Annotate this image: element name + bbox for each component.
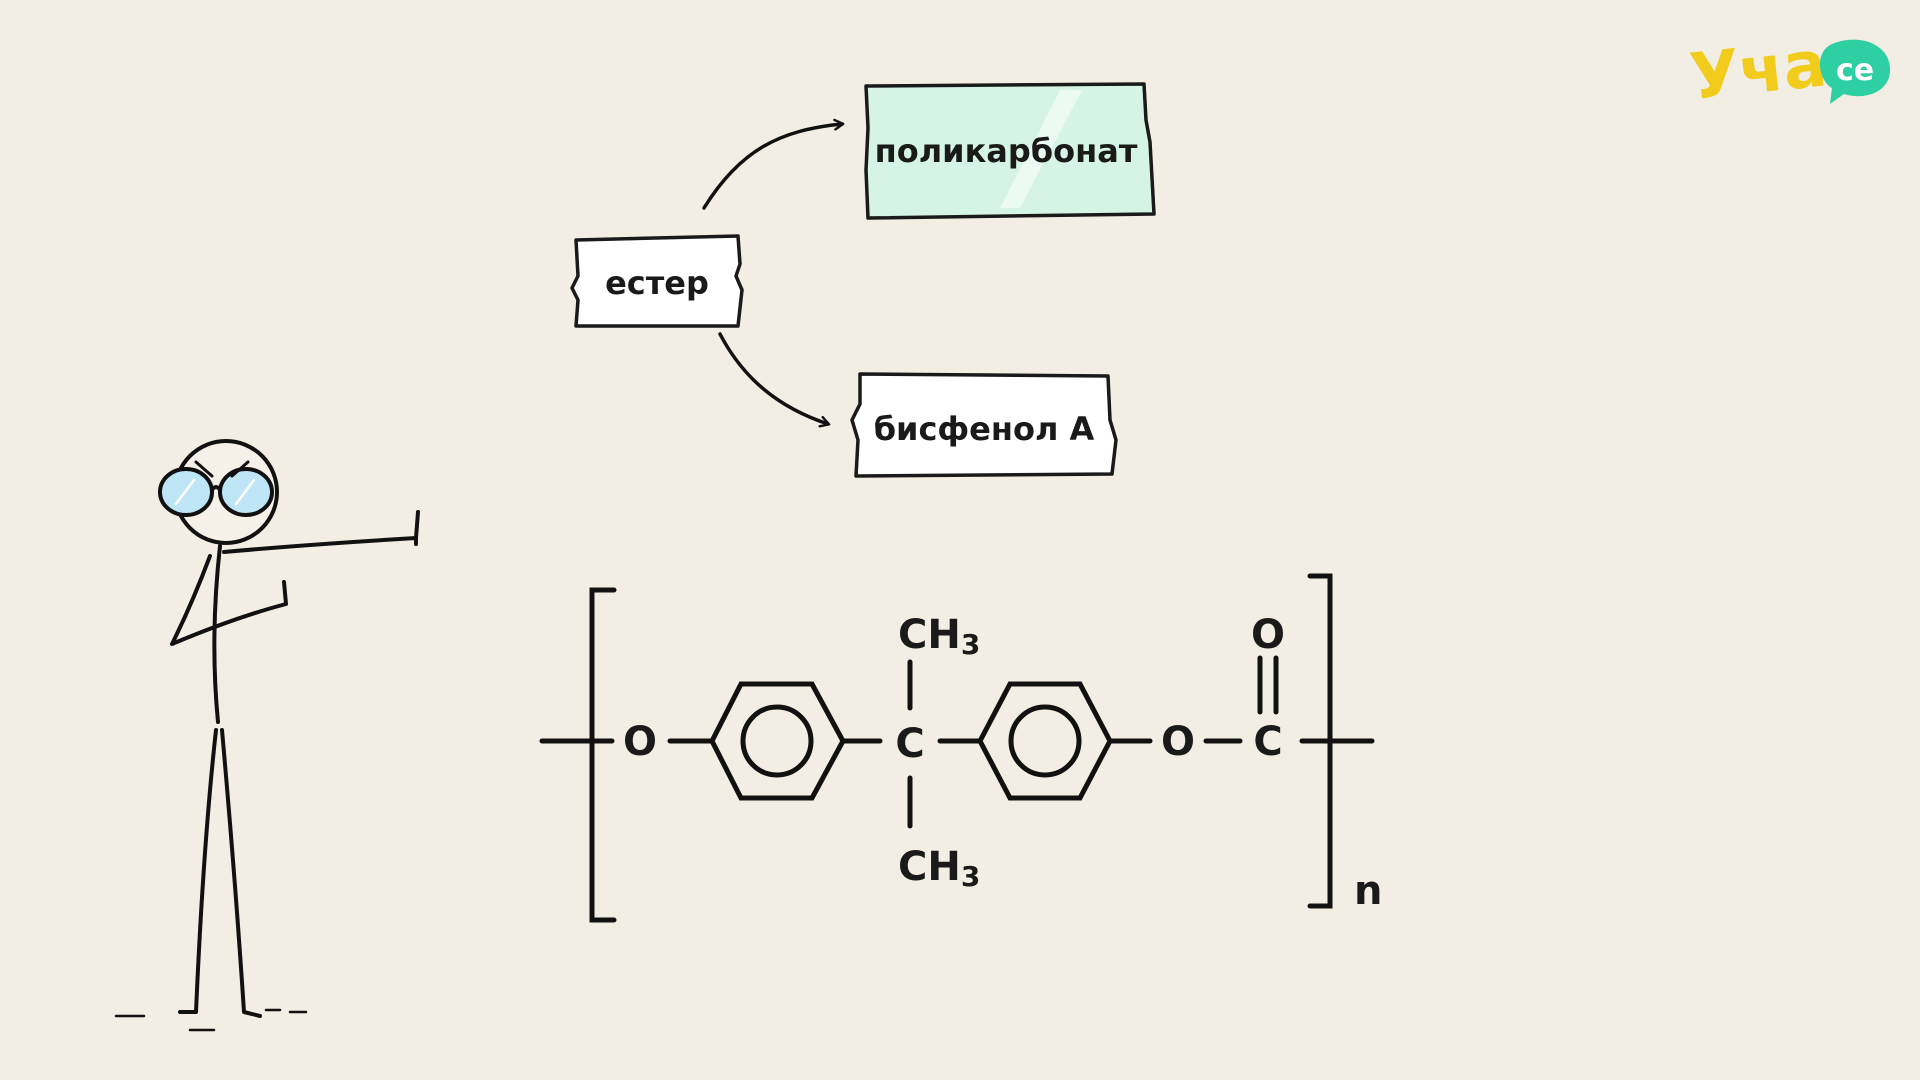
label-polycarbonate-text: поликарбонат — [875, 132, 1138, 170]
atom-ch3-bottom-main: CH — [898, 844, 961, 890]
benzene-ring-left — [709, 681, 846, 801]
benzene-ring-right-circle — [1008, 704, 1082, 778]
atom-ch3-top-main: CH — [898, 612, 961, 658]
atom-ch3-bottom: CH3 — [898, 844, 980, 893]
arrow-to-bisphenol-a — [718, 332, 831, 428]
label-polycarbonate-shine — [1000, 90, 1082, 208]
label-ester-text: естер — [605, 264, 709, 302]
atom-ch3-top: CH3 — [898, 612, 980, 661]
atom-o-left: O — [623, 719, 657, 765]
figure-left-leg — [178, 728, 218, 1014]
figure-right-leg — [220, 728, 262, 1018]
label-polycarbonate-box — [864, 82, 1156, 220]
ground-marks — [114, 1008, 308, 1032]
left-bracket — [589, 587, 617, 923]
figure-bent-arm — [170, 554, 288, 646]
label-bisphenol-a: бисфенол А — [850, 372, 1118, 478]
logo-badge-icon — [1819, 39, 1891, 104]
benzene-ring-left-circle — [740, 704, 814, 778]
polycarbonate-formula — [539, 573, 1375, 923]
logo-badge-text: се — [1836, 53, 1874, 88]
atom-ch3-bottom-sub: 3 — [961, 860, 980, 893]
atom-c-carbonyl: C — [1253, 719, 1282, 765]
uchase-logo: Уча се — [1687, 27, 1891, 115]
atom-ch3-top-sub: 3 — [961, 628, 980, 661]
arrow-to-polycarbonate — [702, 118, 845, 210]
stick-figure — [114, 439, 420, 1032]
repeat-subscript-n: n — [1354, 868, 1382, 914]
label-bisphenol-a-box — [850, 372, 1118, 478]
label-ester: естер — [570, 234, 744, 328]
atom-c-center: C — [895, 721, 924, 767]
label-polycarbonate: поликарбонат — [864, 82, 1156, 220]
glasses-icon — [158, 467, 274, 517]
atom-o-carbonyl: O — [1251, 612, 1285, 658]
atom-o-right: O — [1161, 719, 1195, 765]
figure-eyebrows — [194, 460, 250, 478]
label-bisphenol-a-text: бисфенол А — [874, 410, 1095, 448]
figure-neck-body — [212, 544, 222, 724]
figure-pointing-arm — [222, 510, 420, 554]
double-bond-c-o — [1257, 655, 1279, 715]
formula-atoms: O C CH3 CH3 O C O n — [623, 612, 1382, 914]
logo-main-text: Уча — [1687, 27, 1830, 115]
label-ester-box — [570, 234, 744, 328]
benzene-ring-right — [977, 681, 1113, 801]
